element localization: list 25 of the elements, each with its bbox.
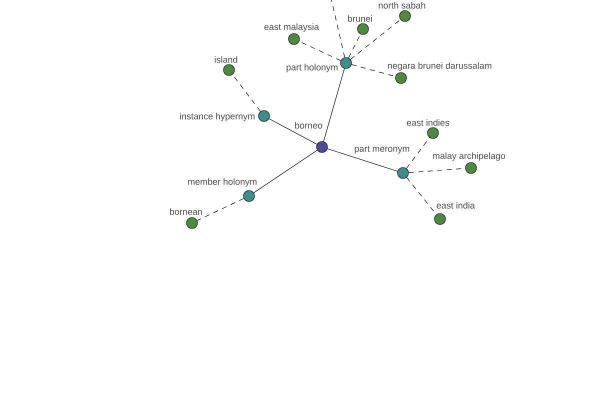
node-label: north sabah [378,2,426,9]
connector [350,19,401,60]
node-label: brunei [348,15,372,22]
node-label: negara brunei darussalam [388,62,492,71]
connector [351,64,396,77]
connector [327,148,398,172]
connector [232,74,261,112]
connector [323,68,345,142]
node-label: part meronym [354,146,410,154]
node-label: island [214,56,238,63]
node-label: member holonym [188,178,256,187]
connector [406,137,430,169]
node-label: east indies [406,119,450,126]
node-label: instance hypernym [180,112,254,122]
connector [254,150,318,194]
node-label: malay archipelago [433,152,506,161]
node-label: east india [436,202,475,209]
connector [268,118,318,145]
node-label: part holonym [286,64,338,72]
connector [331,0,345,58]
connector [348,34,361,58]
connector [196,198,244,221]
node-label: bornean [170,208,202,215]
node-label: borneo [295,122,322,129]
node-label: east malaysia [264,23,319,32]
